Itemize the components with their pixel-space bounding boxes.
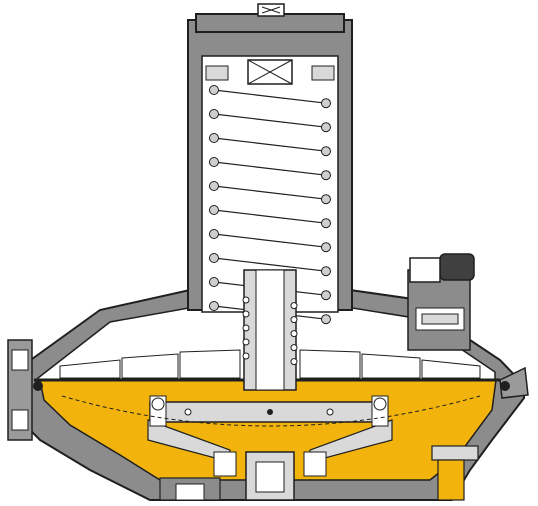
diaphragm-plate — [59, 349, 481, 379]
spring-coil — [213, 185, 327, 200]
inner-spring-coil — [242, 338, 250, 346]
spring-coil — [213, 161, 327, 176]
outlet-nozzle — [431, 445, 479, 461]
right-flange-bolt — [499, 366, 529, 399]
spring-coil-section — [321, 266, 331, 277]
spring-coil-section — [209, 85, 219, 95]
relief-valve-knob — [439, 253, 475, 281]
spring-coil — [213, 233, 327, 248]
inner-spring-coil — [290, 344, 298, 352]
spring-coil — [213, 209, 327, 224]
inner-spring-coil — [290, 316, 298, 324]
inner-spring-coil — [290, 358, 298, 366]
left-pivot — [149, 395, 167, 427]
left-flange-bolt — [7, 339, 43, 441]
spring-coil — [213, 89, 327, 104]
spring-coil-section — [209, 205, 219, 215]
spring-coil — [213, 137, 327, 152]
inner-guide-line — [61, 395, 481, 427]
spring-coil-section — [321, 314, 331, 325]
inner-spring-coil — [242, 310, 250, 318]
spring-coil — [213, 113, 327, 128]
right-pivot — [371, 395, 389, 427]
spring-coil-section — [209, 229, 219, 239]
spring-coil-section — [321, 290, 331, 301]
spring-coil-section — [209, 133, 219, 143]
inner-spring-coil — [242, 296, 250, 304]
spring-coil-section — [321, 98, 331, 109]
inner-spring-coil — [242, 324, 250, 332]
spring-coil-section — [209, 301, 219, 311]
spring-coil-section — [321, 122, 331, 133]
spring-coil-section — [209, 157, 219, 167]
inner-spring-coil — [290, 330, 298, 338]
spring-coil-section — [321, 194, 331, 205]
spring-coil-section — [321, 146, 331, 157]
spring-coil-section — [321, 242, 331, 253]
inner-spring — [242, 296, 298, 366]
spring-coil-section — [209, 109, 219, 119]
inner-spring-coil — [242, 352, 250, 360]
spring-coil — [213, 257, 327, 272]
spring-coil-section — [321, 170, 331, 181]
spring-coil-section — [209, 253, 219, 263]
inner-spring-coil — [290, 302, 298, 310]
spring-coil-section — [209, 181, 219, 191]
spring-coil-section — [321, 218, 331, 229]
spring-coil-section — [209, 277, 219, 287]
